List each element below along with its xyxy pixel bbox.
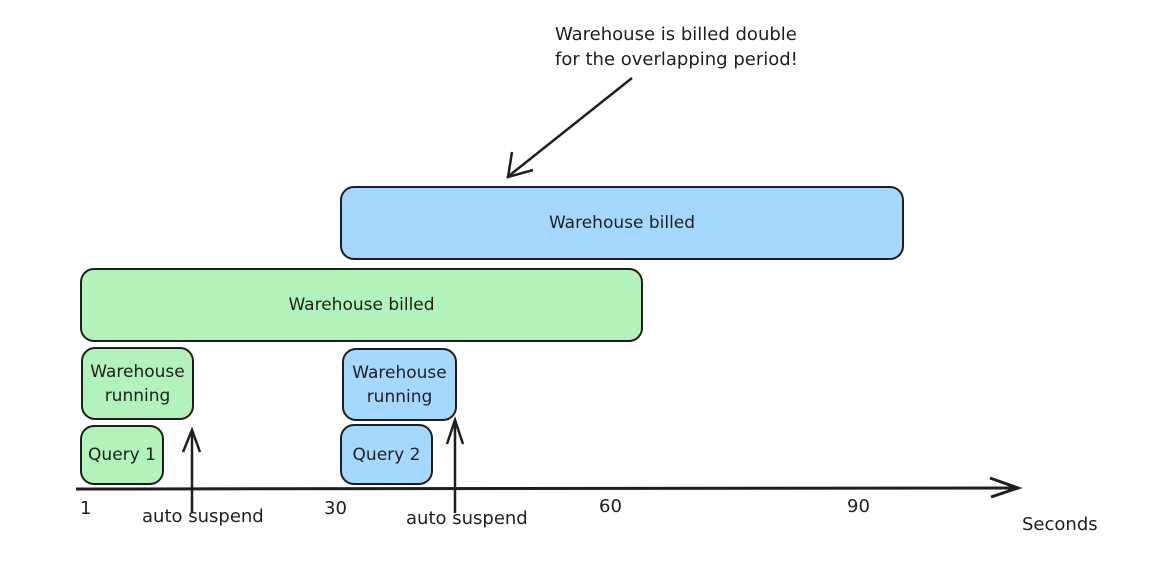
box-label: Query 1 — [88, 445, 156, 465]
auto-suspend-label-2: auto suspend — [406, 508, 528, 529]
tick-label-1: 1 — [80, 498, 92, 519]
auto-suspend-label-1: auto suspend — [142, 506, 264, 527]
annotation-text: Warehouse is billed double for the overl… — [555, 22, 798, 72]
annotation-arrow — [506, 77, 633, 179]
warehouse-2-billed-bar: Warehouse billed — [340, 186, 904, 260]
auto-suspend-arrow-1 — [181, 426, 202, 513]
auto-suspend-arrow-2 — [445, 416, 465, 513]
tick-label-60: 60 — [599, 496, 622, 517]
axis-unit-label: Seconds — [1022, 514, 1098, 535]
bar-label: Warehouse billed — [548, 213, 696, 233]
tick-label-90: 90 — [847, 496, 870, 517]
box-label: Warehouse running — [90, 361, 185, 406]
warehouse-1-running-box: Warehouse running — [81, 347, 194, 420]
warehouse-2-running-box: Warehouse running — [342, 348, 457, 421]
warehouse-1-billed-bar: Warehouse billed — [80, 268, 643, 342]
annotation-line-2: for the overlapping period! — [555, 49, 798, 70]
annotation-line-1: Warehouse is billed double — [555, 24, 797, 45]
query-2-box: Query 2 — [340, 424, 433, 485]
tick-label-30: 30 — [324, 498, 347, 519]
query-1-box: Query 1 — [80, 425, 164, 485]
box-label: Query 2 — [352, 444, 421, 465]
time-axis — [75, 476, 1023, 499]
box-label: Warehouse running — [352, 362, 447, 407]
bar-label: Warehouse billed — [288, 295, 435, 315]
